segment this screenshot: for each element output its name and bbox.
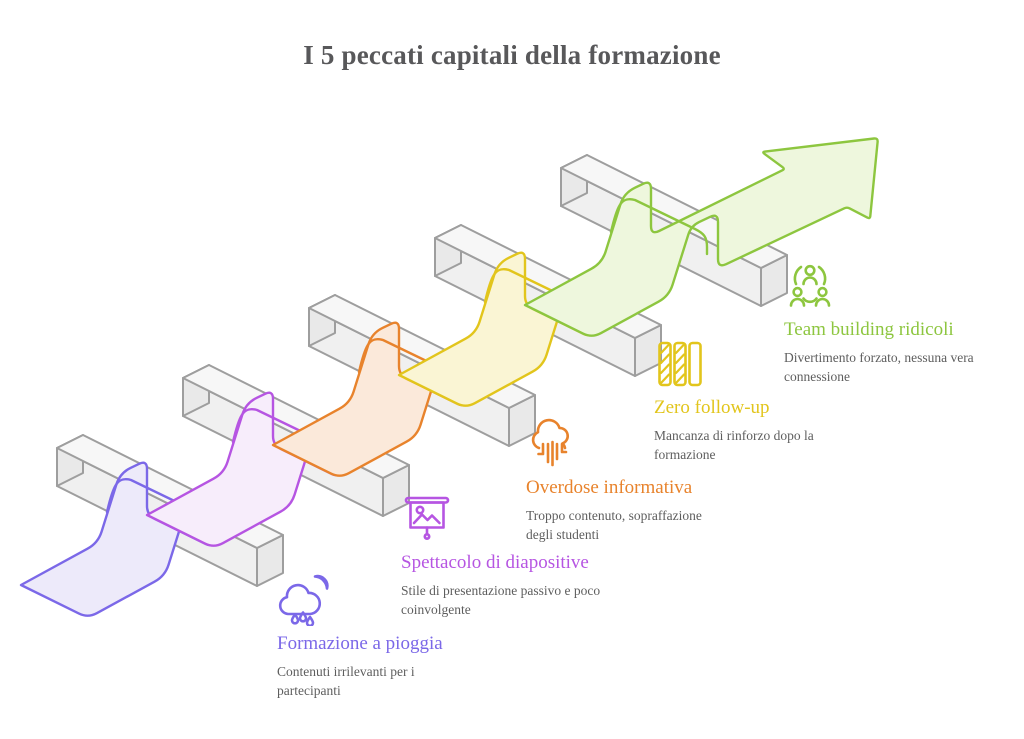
image-mountains bbox=[412, 513, 441, 525]
rain-drop bbox=[290, 613, 300, 625]
step-description: Stile di presentazione passivo e poco co… bbox=[401, 582, 601, 617]
person-shoulders bbox=[814, 297, 831, 307]
step-title: Overdose informativa bbox=[526, 477, 693, 498]
person-shoulders bbox=[789, 297, 806, 307]
bar-hatch bbox=[674, 343, 686, 385]
page-title: I 5 peccati capitali della formazione bbox=[303, 40, 721, 70]
circle-arc-left bbox=[793, 265, 803, 286]
ribbon-segment-5-arrow bbox=[523, 137, 879, 337]
connection-arc bbox=[802, 297, 818, 304]
step-item-1: Formazione a pioggia Contenuti irrilevan… bbox=[277, 574, 455, 700]
bar-hatch bbox=[659, 343, 671, 385]
person-head bbox=[817, 286, 828, 298]
circle-arc-right bbox=[817, 265, 827, 286]
step-title: Team building ridicoli bbox=[784, 319, 954, 340]
step-description: Troppo contenuto, sopraffazione degli st… bbox=[526, 507, 702, 542]
bar bbox=[658, 341, 672, 387]
image-sun bbox=[415, 505, 425, 515]
person-head bbox=[792, 286, 803, 298]
step-item-5: Team building ridicoli Divertimento forz… bbox=[784, 260, 999, 386]
rain-drop bbox=[305, 615, 315, 626]
data-cloud-icon bbox=[531, 418, 569, 467]
step-title: Zero follow-up bbox=[654, 397, 770, 418]
moon-glyph bbox=[313, 574, 329, 590]
person-head bbox=[804, 264, 816, 277]
step-item-2: Spettacolo di diapositive Stile di prese… bbox=[401, 493, 606, 619]
step-title: Formazione a pioggia bbox=[277, 633, 443, 654]
step-description: Mancanza di rinforzo dopo la formazione bbox=[654, 427, 814, 462]
step-description: Contenuti irrilevanti per i partecipanti bbox=[277, 663, 415, 698]
step-item-4: Zero follow-up Mancanza di rinforzo dopo… bbox=[654, 338, 862, 464]
ribbon-arrow bbox=[523, 137, 879, 337]
rain-drop bbox=[298, 611, 308, 623]
person-shoulders bbox=[802, 276, 818, 286]
ribbon-fold-line bbox=[609, 197, 709, 256]
step-item-3: Overdose informativa Troppo contenuto, s… bbox=[526, 418, 731, 544]
step-title: Spettacolo di diapositive bbox=[401, 552, 589, 573]
bar bbox=[673, 341, 687, 387]
step-description: Divertimento forzato, nessuna vera conne… bbox=[784, 349, 974, 384]
circuit-line bbox=[537, 442, 545, 456]
progress-bars-icon bbox=[658, 341, 702, 387]
bar-empty bbox=[688, 341, 702, 387]
presentation-screen-icon bbox=[404, 496, 450, 540]
stand-foot bbox=[423, 532, 431, 540]
circuit-line bbox=[560, 442, 568, 454]
rain-cloud-moon-icon bbox=[278, 574, 329, 626]
cloud-glyph bbox=[278, 583, 322, 616]
team-icon bbox=[789, 264, 831, 307]
